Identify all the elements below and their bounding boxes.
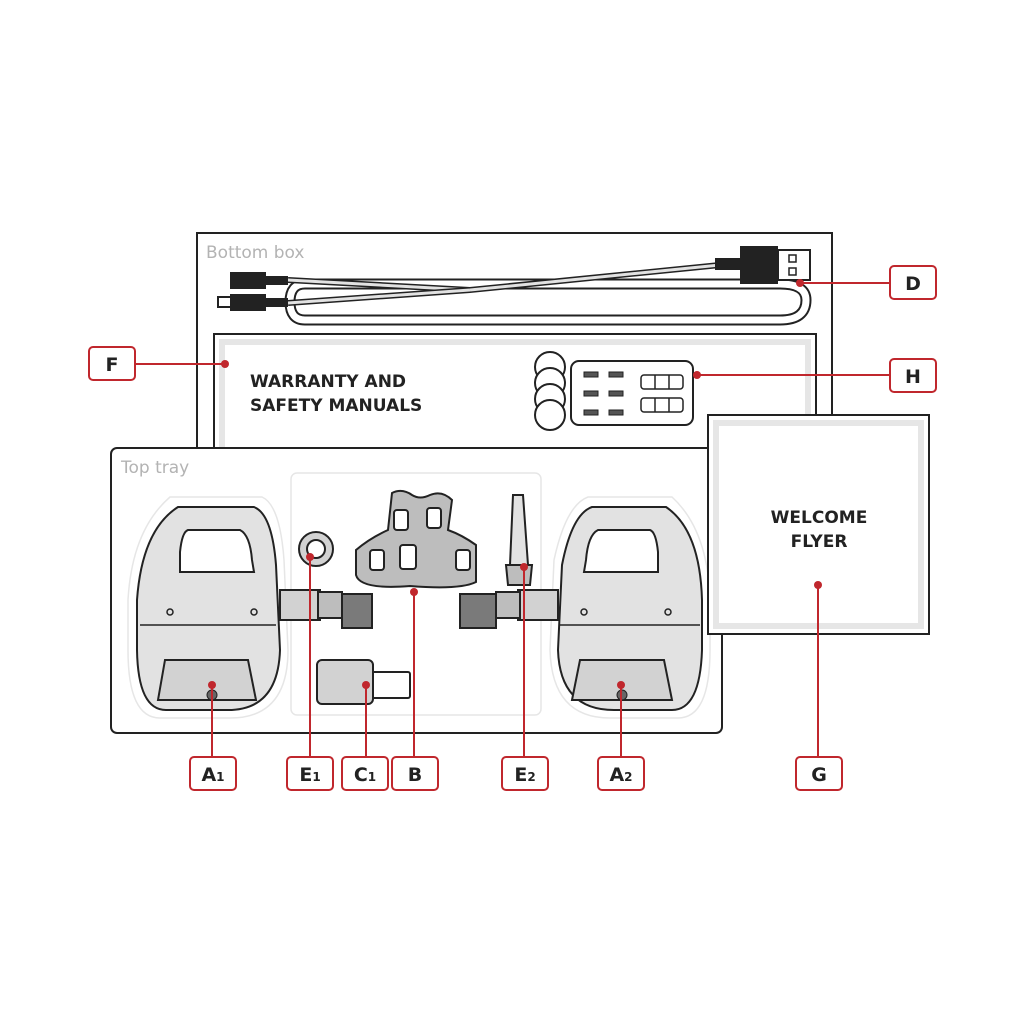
leader-d-dot	[796, 279, 804, 287]
manuals-title-line-2: SAFETY MANUALS	[250, 396, 422, 416]
svg-text:A2: A2	[609, 764, 632, 786]
leader-c1-dot	[362, 681, 370, 689]
bottom-box-title: Bottom box	[206, 243, 305, 263]
leader-e2-dot	[520, 563, 528, 571]
pedal-left-spindle-base	[279, 589, 321, 621]
cable-branch-lower-inner	[287, 288, 471, 305]
svg-text:B: B	[408, 764, 422, 786]
usb-plug-body	[740, 246, 778, 284]
cleat-slot-3	[369, 549, 385, 571]
cleat-b	[355, 489, 477, 589]
pedal-left-spindle-thread	[341, 593, 373, 629]
cleat-slot-1	[393, 509, 409, 531]
pedal-right-bolt-1	[580, 608, 588, 616]
leader-h-dot	[693, 371, 701, 379]
svg-text:F: F	[106, 354, 119, 376]
pedal-right-spindle-nut	[495, 591, 521, 619]
hardware-bag	[534, 351, 694, 431]
spacer-ring-e1	[298, 531, 334, 567]
svg-text:A1: A1	[201, 764, 224, 786]
leader-g-dot	[814, 581, 822, 589]
svg-text:D: D	[905, 273, 921, 295]
pedal-left-spindle-nut	[317, 591, 343, 619]
leader-e1-dot	[306, 553, 314, 561]
charging-connector-2-tip	[217, 296, 233, 308]
svg-text:E1: E1	[299, 764, 320, 786]
leader-f-dot	[221, 360, 229, 368]
callout-g: G	[795, 756, 843, 791]
charging-connector-1	[230, 272, 266, 289]
cleat-slot-5	[455, 549, 471, 571]
pedal-left-bolt-1	[166, 608, 174, 616]
leader-a2-dot	[617, 681, 625, 689]
pedal-right	[459, 496, 711, 719]
charger-c1	[316, 659, 411, 705]
welcome-flyer-line-1: WELCOME	[771, 508, 868, 528]
usb-cable	[217, 246, 812, 326]
leader-a1-dot	[208, 681, 216, 689]
charging-connector-2-neck	[266, 298, 288, 307]
callout-h: H	[889, 358, 937, 393]
pedal-right-clip	[570, 659, 674, 701]
svg-text:G: G	[811, 764, 827, 786]
screws	[583, 371, 624, 416]
manuals-title-line-1: WARRANTY AND	[250, 372, 406, 392]
charging-connector-2	[230, 294, 266, 311]
callout-e1: E1	[286, 756, 334, 791]
welcome-flyer-line-2: FLYER	[791, 532, 848, 552]
callout-d: D	[889, 265, 937, 300]
svg-text:H: H	[905, 366, 921, 388]
callout-c1: C1	[341, 756, 389, 791]
callout-f: F	[88, 346, 136, 381]
cable-loop-inner	[286, 280, 810, 324]
callout-b: B	[391, 756, 439, 791]
charger-body	[316, 659, 374, 705]
cleat-body	[355, 489, 477, 589]
pedal-left	[127, 496, 373, 719]
charging-connector-1-neck	[266, 276, 288, 285]
callout-e2: E2	[501, 756, 549, 791]
cleat-slot-4	[399, 544, 417, 570]
svg-text:E2: E2	[514, 764, 535, 786]
pedal-left-bolt-2	[250, 608, 258, 616]
leaders	[135, 279, 890, 757]
callout-a1: A1	[189, 756, 237, 791]
svg-text:C1: C1	[354, 764, 376, 786]
usb-plug-neck	[715, 258, 741, 270]
callouts: F D H A1 E1 C1 B E2	[88, 265, 937, 791]
washer-4	[534, 399, 566, 431]
pedal-right-window	[582, 529, 659, 573]
usb-plug-hole-2	[788, 267, 797, 276]
spacers	[640, 374, 684, 413]
pedal-left-window	[179, 529, 256, 573]
pedal-right-spindle-thread	[459, 593, 497, 629]
cleat-slot-2	[426, 507, 442, 529]
charger-tip	[371, 671, 411, 699]
leader-b-dot	[410, 588, 418, 596]
tool-base	[504, 564, 534, 586]
bottom-box: Bottom box WARRANTY AND SAFETY MANU	[196, 232, 833, 460]
pedal-left-clip	[156, 659, 258, 701]
pedal-right-bolt-2	[664, 608, 672, 616]
callout-a2: A2	[597, 756, 645, 791]
top-tray-title: Top tray	[120, 458, 189, 478]
usb-plug-hole-1	[788, 254, 797, 263]
